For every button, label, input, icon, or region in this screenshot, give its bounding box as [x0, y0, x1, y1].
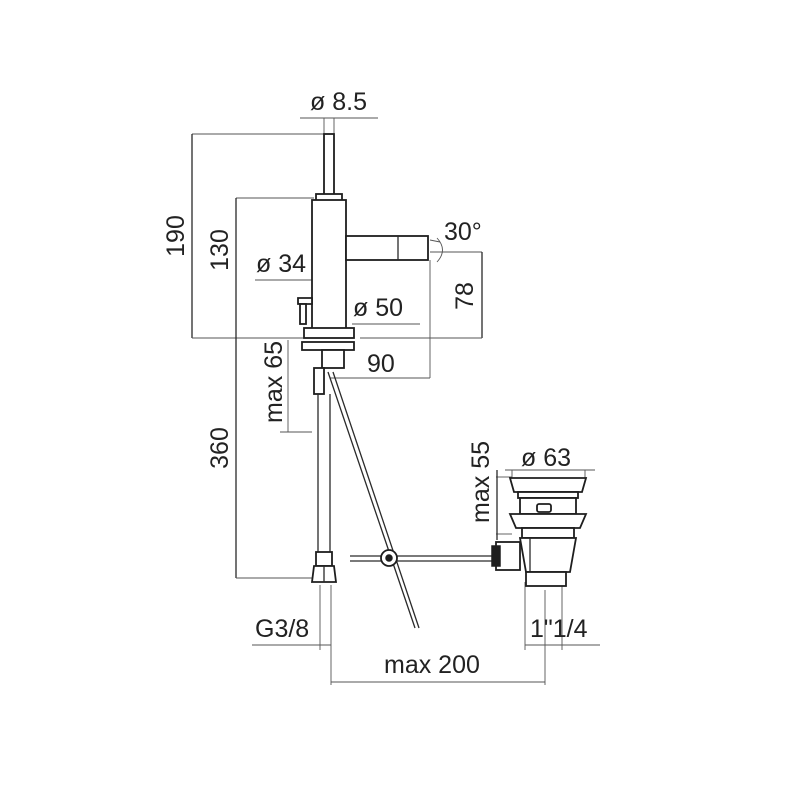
- waste-max-label: max 55: [467, 441, 495, 523]
- rod-diameter-label: ø 8.5: [310, 88, 367, 116]
- dimension-labels: ø 8.5 190 130 ø 34 30° 78 ø 50 90 max 65…: [162, 88, 588, 679]
- swivel-angle-label: 30°: [444, 218, 482, 246]
- body-height-label: 130: [206, 229, 234, 271]
- base-diameter-label: ø 50: [353, 294, 403, 322]
- dimension-lines: [191, 117, 600, 685]
- total-height-label: 190: [162, 215, 190, 257]
- waste-diameter-label: ø 63: [521, 444, 571, 472]
- spout-reach-label: 90: [367, 350, 395, 378]
- inlet-thread-label: G3/8: [255, 615, 309, 643]
- waste-assembly: [491, 477, 588, 587]
- mixer-body: [297, 133, 443, 395]
- body-diameter-label: ø 34: [256, 250, 306, 278]
- hose-assembly: [310, 371, 500, 629]
- spout-height-label: 78: [451, 282, 479, 310]
- hose-length-label: 360: [206, 427, 234, 469]
- waste-thread-label: 1"1/4: [530, 615, 588, 643]
- max-deck-label: max 65: [260, 341, 288, 423]
- max-distance-label: max 200: [384, 651, 480, 679]
